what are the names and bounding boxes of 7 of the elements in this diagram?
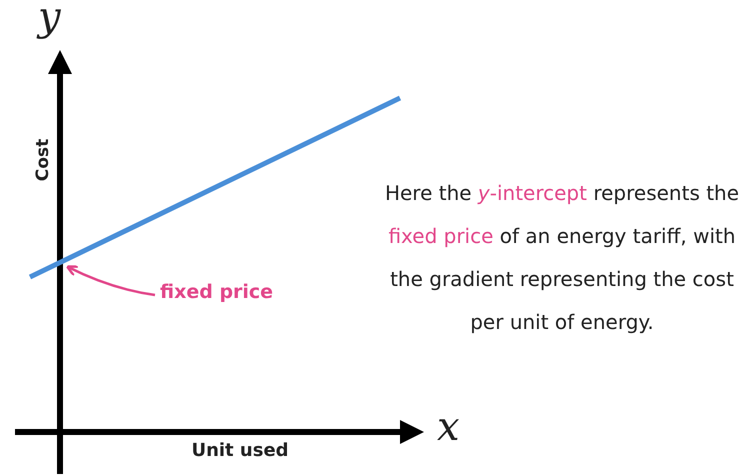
callout-label: fixed price (160, 281, 274, 303)
axis-label: y (38, 0, 61, 40)
axis-title: Unit used (190, 440, 290, 461)
axis-label: x (437, 404, 460, 450)
leader-line (66, 265, 156, 296)
axis-title: Cost (33, 138, 53, 184)
explanation-text: Here the y-intercept represents the fixed price of an energy tariff, with the gradient representing the cost per unit of energy. (384, 180, 740, 336)
